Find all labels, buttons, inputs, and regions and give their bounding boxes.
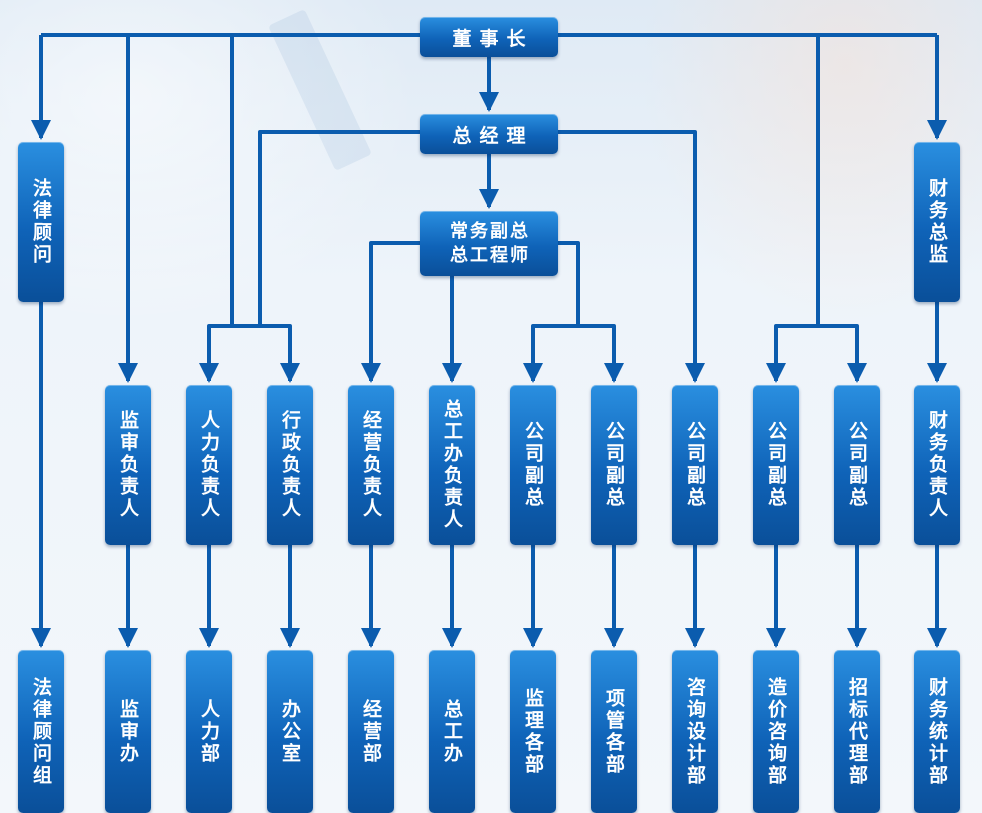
connector-deputy-4-5-bracket bbox=[774, 324, 859, 381]
manager-label: 公司副总 bbox=[522, 421, 544, 509]
department-box-legal: 法律顾问组 bbox=[18, 650, 64, 813]
department-box-hr: 人力部 bbox=[186, 650, 232, 813]
manager-box-finance: 财务负责人 bbox=[914, 385, 960, 545]
connector-hr-admin-bracket bbox=[207, 324, 292, 381]
department-box-finance-statistics: 财务统计部 bbox=[914, 650, 960, 813]
manager-box-deputy-5: 公司副总 bbox=[834, 385, 880, 545]
department-box-bidding-agency: 招标代理部 bbox=[834, 650, 880, 813]
department-box-project-management: 项管各部 bbox=[591, 650, 637, 813]
vice-president-label-line2: 总工程师 bbox=[450, 244, 530, 266]
department-label: 经营部 bbox=[360, 698, 382, 765]
department-label: 法律顾问组 bbox=[30, 676, 52, 787]
general-manager-label: 总经理 bbox=[452, 124, 534, 147]
chairman-box: 董事长 bbox=[420, 17, 558, 57]
manager-box-admin: 行政负责人 bbox=[267, 385, 313, 545]
manager-label: 总工办负责人 bbox=[441, 399, 463, 531]
department-label: 造价咨询部 bbox=[765, 676, 787, 787]
manager-box-deputy-3: 公司副总 bbox=[672, 385, 718, 545]
department-box-cost-consulting: 造价咨询部 bbox=[753, 650, 799, 813]
manager-box-hr: 人力负责人 bbox=[186, 385, 232, 545]
department-label: 人力部 bbox=[198, 698, 220, 765]
department-box-business: 经营部 bbox=[348, 650, 394, 813]
general-manager-box: 总经理 bbox=[420, 114, 558, 154]
manager-box-deputy-2: 公司副总 bbox=[591, 385, 637, 545]
manager-label: 经营负责人 bbox=[360, 410, 382, 520]
connector-vp-to-business bbox=[361, 241, 420, 383]
department-box-supervision: 监理各部 bbox=[510, 650, 556, 813]
manager-box-deputy-1: 公司副总 bbox=[510, 385, 556, 545]
department-box-consulting-design: 咨询设计部 bbox=[672, 650, 718, 813]
department-label: 办公室 bbox=[279, 698, 301, 765]
vice-president-box: 常务副总 总工程师 bbox=[420, 211, 558, 276]
manager-label: 公司副总 bbox=[846, 421, 868, 509]
manager-label: 公司副总 bbox=[765, 421, 787, 509]
manager-label: 人力负责人 bbox=[198, 410, 220, 520]
legal-advisor-box: 法律顾问 bbox=[18, 142, 64, 302]
department-label: 监审办 bbox=[117, 698, 139, 765]
manager-box-business: 经营负责人 bbox=[348, 385, 394, 545]
department-label: 招标代理部 bbox=[846, 676, 868, 787]
manager-box-audit: 监审负责人 bbox=[105, 385, 151, 545]
department-box-chief-engineer-office: 总工办 bbox=[429, 650, 475, 813]
department-box-office: 办公室 bbox=[267, 650, 313, 813]
chairman-label: 董事长 bbox=[452, 27, 534, 50]
connector-gm-to-deputy-3 bbox=[558, 130, 705, 383]
department-label: 总工办 bbox=[441, 698, 463, 765]
department-label: 财务统计部 bbox=[926, 676, 948, 787]
finance-director-box: 财务总监 bbox=[914, 142, 960, 302]
department-label: 咨询设计部 bbox=[684, 676, 706, 787]
manager-label: 监审负责人 bbox=[117, 410, 139, 520]
connector-deputy-1-2-bracket bbox=[531, 324, 616, 381]
manager-label: 财务负责人 bbox=[926, 410, 948, 520]
manager-label: 行政负责人 bbox=[279, 410, 301, 520]
connector-gm-left bbox=[258, 130, 420, 326]
finance-director-label: 财务总监 bbox=[926, 178, 948, 266]
department-box-audit: 监审办 bbox=[105, 650, 151, 813]
vice-president-label-line1: 常务副总 bbox=[450, 220, 530, 242]
manager-label: 公司副总 bbox=[684, 421, 706, 509]
connector-vp-right bbox=[558, 241, 580, 326]
manager-label: 公司副总 bbox=[603, 421, 625, 509]
manager-box-deputy-4: 公司副总 bbox=[753, 385, 799, 545]
manager-box-chief-engineer-office: 总工办负责人 bbox=[429, 385, 475, 545]
department-label: 项管各部 bbox=[603, 687, 625, 776]
legal-advisor-label: 法律顾问 bbox=[30, 178, 52, 266]
department-label: 监理各部 bbox=[522, 687, 544, 776]
